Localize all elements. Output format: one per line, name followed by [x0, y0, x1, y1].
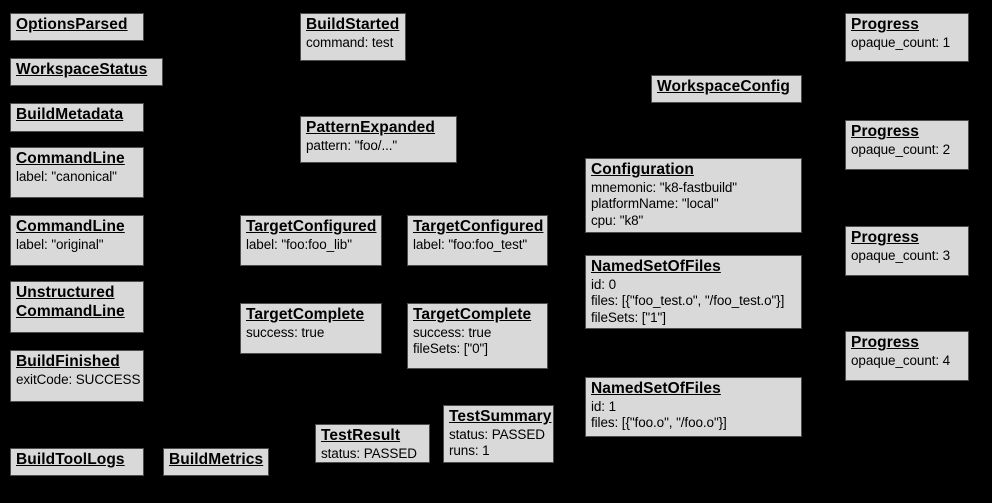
event-title: Progress	[851, 16, 919, 33]
event-title: BuildMetrics	[169, 451, 264, 468]
event-detail: exitCode: SUCCESS	[16, 371, 141, 387]
event-title: TargetComplete	[413, 306, 532, 323]
event-detail: id: 0	[591, 276, 617, 292]
event-title: CommandLine	[16, 218, 125, 235]
event-detail: fileSets: ["0"]	[413, 341, 488, 356]
event-detail: status: PASSED	[321, 445, 417, 461]
event-title: TestSummary	[449, 408, 552, 425]
event-title: PatternExpanded	[306, 119, 435, 136]
event-detail: opaque_count: 3	[851, 247, 951, 263]
event-title: WorkspaceStatus	[16, 61, 148, 78]
event-title: NamedSetOfFiles	[591, 380, 721, 397]
event-box-workspace-config: WorkspaceConfig	[651, 75, 802, 103]
event-detail: label: "foo:foo_test"	[413, 236, 528, 252]
event-box-workspace-status: WorkspaceStatus	[10, 58, 163, 86]
event-detail: opaque_count: 2	[851, 141, 951, 157]
event-detail: status: PASSED	[449, 426, 545, 442]
event-detail: label: "original"	[16, 236, 104, 252]
event-title: TargetConfigured	[413, 218, 544, 235]
event-title: TargetConfigured	[246, 218, 377, 235]
event-detail: fileSets: ["1"]	[591, 309, 666, 325]
event-box-unstructured-command-line: Unstructured CommandLine	[10, 281, 144, 333]
event-title: Progress	[851, 229, 919, 246]
event-title: BuildMetadata	[16, 106, 124, 123]
event-detail: pattern: "foo/..."	[306, 137, 398, 153]
event-detail: label: "canonical"	[16, 168, 117, 184]
event-detail: runs: 1	[449, 443, 490, 458]
event-detail: files: [{"foo.o", "/foo.o"}]	[591, 415, 727, 430]
event-title: TestResult	[321, 427, 401, 444]
event-title: NamedSetOfFiles	[591, 258, 721, 275]
event-detail: success: true	[246, 324, 325, 340]
event-detail: platformName: "local"	[591, 196, 719, 211]
event-title: WorkspaceConfig	[657, 78, 790, 95]
event-detail: opaque_count: 1	[851, 34, 951, 50]
event-title: Configuration	[591, 161, 694, 178]
event-title: Progress	[851, 123, 919, 140]
event-detail: id: 1	[591, 398, 617, 414]
event-title: Progress	[851, 334, 919, 351]
event-box-options-parsed: OptionsParsed	[10, 13, 144, 41]
event-box-build-tool-logs: BuildToolLogs	[10, 448, 144, 476]
event-detail: success: true	[413, 324, 492, 340]
event-title: Unstructured CommandLine	[16, 284, 125, 320]
event-title: BuildToolLogs	[16, 451, 125, 468]
event-box-build-metrics: BuildMetrics	[163, 448, 269, 476]
event-detail: command: test	[306, 34, 394, 50]
event-detail: files: [{"foo_test.o", "/foo_test.o"}]	[591, 293, 785, 308]
event-title: OptionsParsed	[16, 16, 128, 33]
event-title: TargetComplete	[246, 306, 365, 323]
event-box-build-metadata: BuildMetadata	[10, 103, 144, 132]
event-title: BuildStarted	[306, 16, 400, 33]
event-detail: label: "foo:foo_lib"	[246, 236, 352, 252]
event-title: BuildFinished	[16, 353, 120, 370]
event-detail: mnemonic: "k8-fastbuild"	[591, 179, 737, 195]
event-title: CommandLine	[16, 150, 125, 167]
event-detail: opaque_count: 4	[851, 352, 951, 368]
event-detail: cpu: "k8"	[591, 212, 644, 228]
